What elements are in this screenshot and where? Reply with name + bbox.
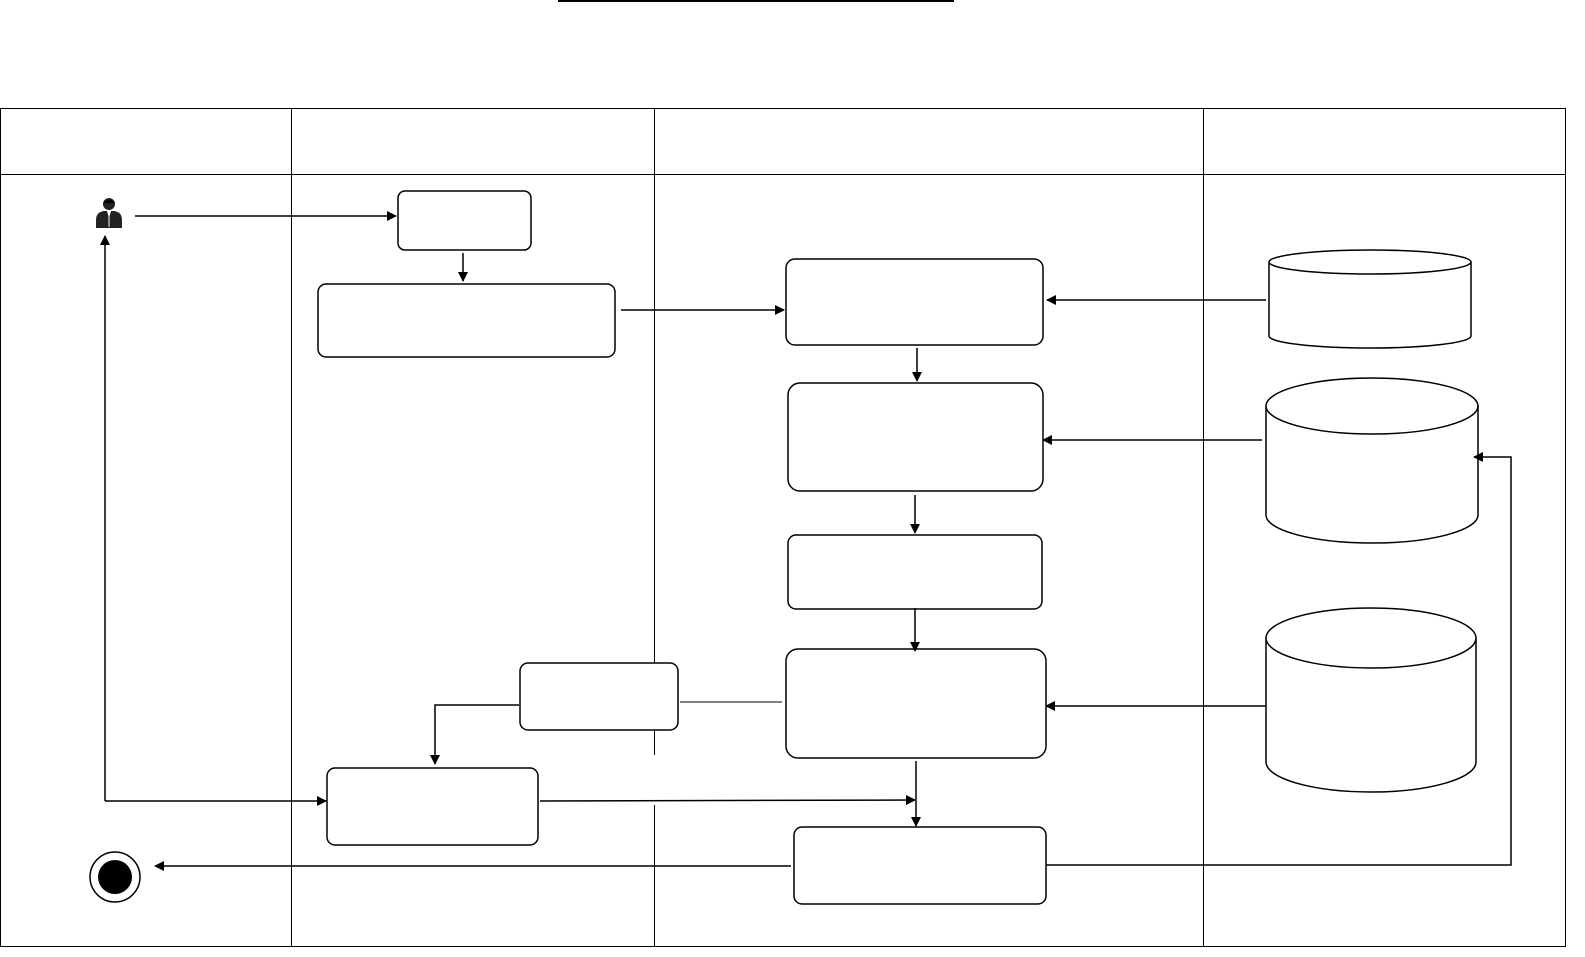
process-1-node (785, 258, 1044, 346)
swimlane-frame (0, 108, 1566, 947)
data-store-1 (1268, 249, 1472, 349)
process-4-node (785, 648, 1047, 759)
result-action-node (326, 767, 539, 846)
start-action-node (397, 190, 532, 251)
input-action-node (317, 283, 616, 358)
final-state-icon (89, 851, 141, 903)
data-store-3 (1265, 607, 1477, 793)
user-icon (96, 198, 122, 228)
lane-frame-border (0, 108, 1566, 947)
flow-process-5-to-store-2 (1046, 452, 1512, 866)
data-store-2 (1265, 377, 1479, 544)
flow-branch-to-result (430, 704, 519, 765)
process-3-node (787, 534, 1043, 610)
title-underline (558, 0, 954, 2)
process-5-node (793, 826, 1047, 905)
flow-result-to-process-5 (539, 795, 916, 806)
branch-action-node (519, 662, 679, 731)
process-2-node (787, 382, 1044, 492)
